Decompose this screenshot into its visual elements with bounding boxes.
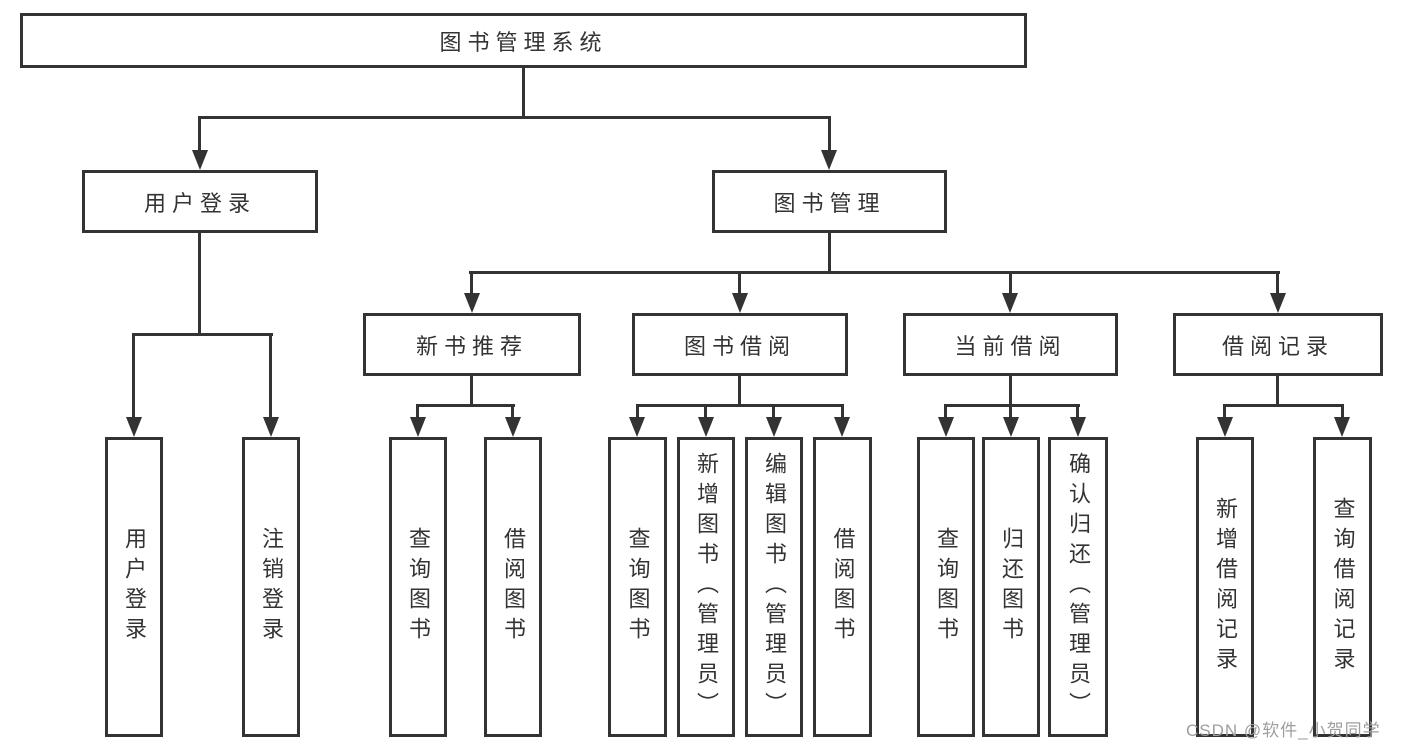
connector-line <box>1341 404 1344 421</box>
connector-line <box>1076 404 1079 421</box>
connector-line <box>132 333 273 336</box>
node-borrowing-records: 借阅记录 <box>1173 313 1383 376</box>
connector-line <box>1276 271 1279 297</box>
connector-line <box>738 374 741 406</box>
connector-line <box>841 404 844 421</box>
connector-line <box>198 116 831 119</box>
connector-line <box>522 67 525 118</box>
leaf-logout: 注销登录 <box>242 437 300 737</box>
leaf-query-books-current: 查询图书 <box>917 437 975 737</box>
connector-line <box>511 404 514 421</box>
leaf-add-borrow-record: 新增借阅记录 <box>1196 437 1254 737</box>
arrowhead-icon <box>1003 417 1019 437</box>
arrowhead-icon <box>938 417 954 437</box>
connector-line <box>636 404 844 407</box>
connector-line <box>1009 404 1012 421</box>
node-book-management: 图书管理 <box>712 170 947 233</box>
connector-line <box>198 116 201 154</box>
connector-line <box>1223 404 1344 407</box>
arrowhead-icon <box>698 417 714 437</box>
connector-line <box>198 232 201 335</box>
leaf-confirm-return-admin: 确认归还（管理员） <box>1048 437 1108 737</box>
arrowhead-icon <box>1270 293 1286 313</box>
leaf-add-books-admin: 新增图书（管理员） <box>677 437 735 737</box>
arrowhead-icon <box>1070 417 1086 437</box>
connector-line <box>269 333 272 421</box>
connector-line <box>416 404 515 407</box>
connector-line <box>944 404 947 421</box>
connector-line <box>704 404 707 421</box>
leaf-query-borrow-record: 查询借阅记录 <box>1313 437 1372 737</box>
connector-line <box>416 404 419 421</box>
leaf-return-books: 归还图书 <box>982 437 1040 737</box>
node-book-borrowing: 图书借阅 <box>632 313 848 376</box>
arrowhead-icon <box>126 417 142 437</box>
arrowhead-icon <box>732 293 748 313</box>
leaf-query-books-recommend: 查询图书 <box>389 437 447 737</box>
connector-line <box>636 404 639 421</box>
connector-line <box>828 232 831 273</box>
connector-line <box>470 374 473 406</box>
arrowhead-icon <box>410 417 426 437</box>
connector-line <box>1009 374 1012 406</box>
connector-line <box>1276 374 1279 406</box>
leaf-edit-books-admin: 编辑图书（管理员） <box>745 437 803 737</box>
leaf-query-books-borrow: 查询图书 <box>608 437 667 737</box>
connector-line <box>738 271 741 297</box>
leaf-borrow-books: 借阅图书 <box>813 437 872 737</box>
connector-line <box>1223 404 1226 421</box>
connector-line <box>828 116 831 154</box>
connector-line <box>469 271 1280 274</box>
arrowhead-icon <box>192 150 208 170</box>
arrowhead-icon <box>629 417 645 437</box>
arrowhead-icon <box>1002 293 1018 313</box>
arrowhead-icon <box>1217 417 1233 437</box>
connector-line <box>772 404 775 421</box>
arrowhead-icon <box>464 293 480 313</box>
watermark: CSDN @软件_小贺同学 <box>1186 721 1381 740</box>
arrowhead-icon <box>505 417 521 437</box>
arrowhead-icon <box>821 150 837 170</box>
connector-line <box>470 271 473 297</box>
connector-line <box>1009 271 1012 297</box>
node-root-library-system: 图书管理系统 <box>20 13 1027 68</box>
arrowhead-icon <box>834 417 850 437</box>
arrowhead-icon <box>263 417 279 437</box>
leaf-borrow-books-recommend: 借阅图书 <box>484 437 542 737</box>
arrowhead-icon <box>1334 417 1350 437</box>
connector-line <box>944 404 1080 407</box>
connector-line <box>132 333 135 421</box>
node-new-book-recommendation: 新书推荐 <box>363 313 581 376</box>
leaf-user-login: 用户登录 <box>105 437 163 737</box>
arrowhead-icon <box>766 417 782 437</box>
node-current-borrowing: 当前借阅 <box>903 313 1118 376</box>
node-user-login: 用户登录 <box>82 170 318 233</box>
